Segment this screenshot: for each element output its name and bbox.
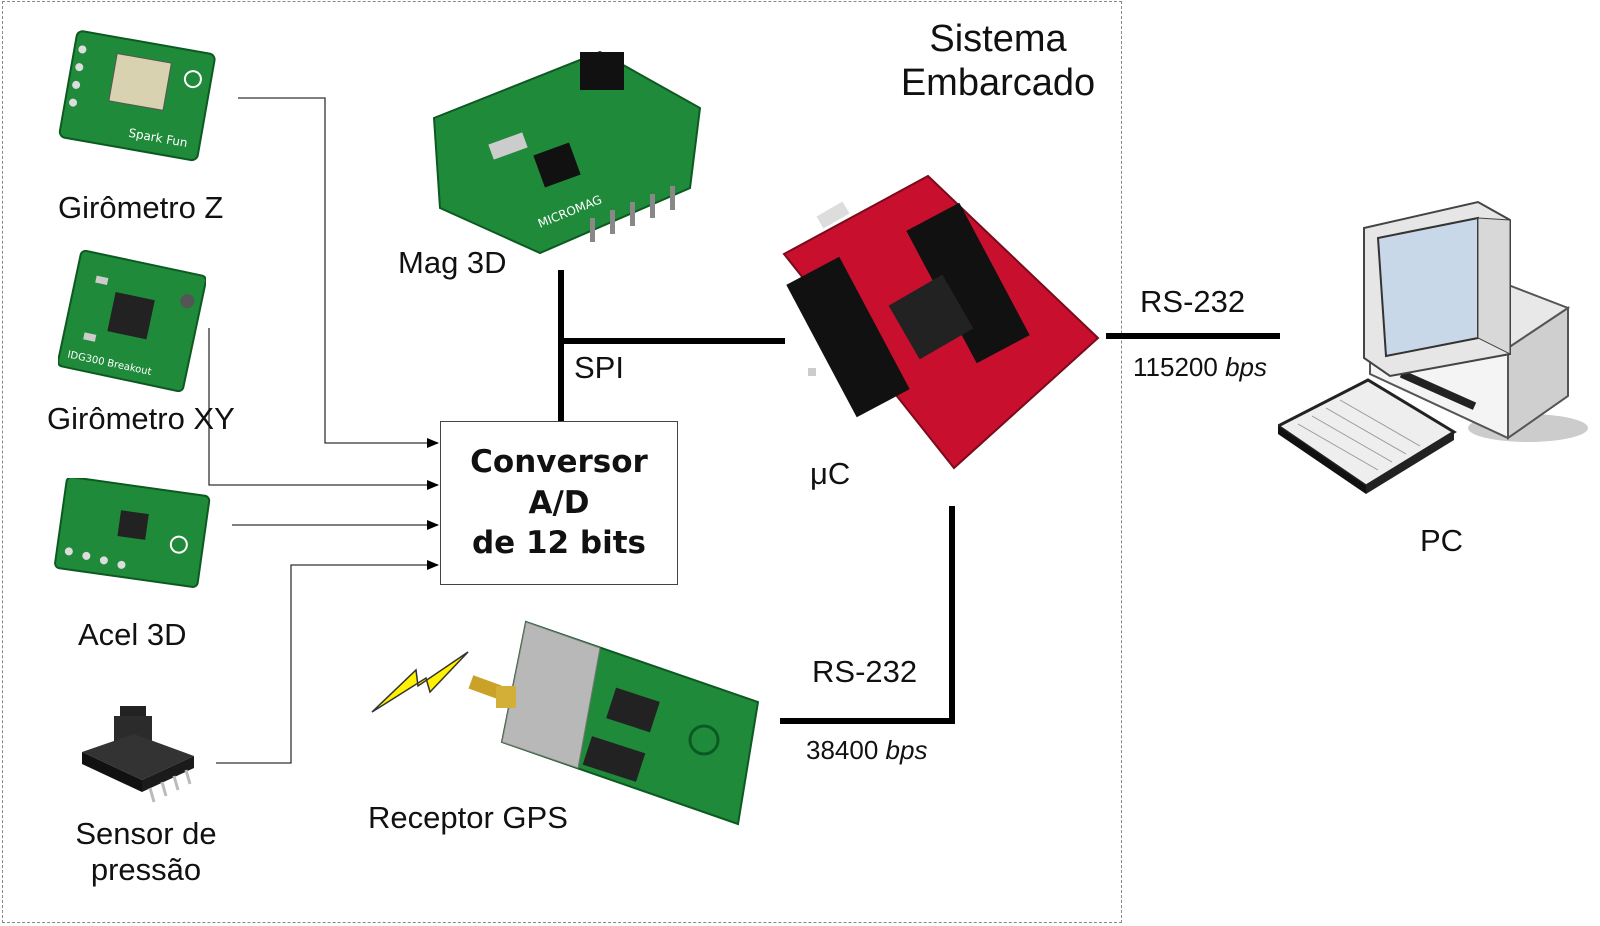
pc-link-protocol: RS-232 bbox=[1140, 284, 1246, 319]
ad-converter-line3: de 12 bits bbox=[471, 525, 647, 562]
mag-label: Mag 3D bbox=[398, 245, 507, 280]
gyro-z-board-image: Spark Fun bbox=[58, 30, 216, 162]
wire-gyro-xy bbox=[208, 328, 439, 490]
gps-link-rate-unit: bps bbox=[885, 735, 928, 765]
gps-receiver-image bbox=[468, 620, 760, 826]
gyro-z-label: Girômetro Z bbox=[58, 190, 224, 225]
microcontroller-label: μC bbox=[810, 456, 851, 491]
pc-link-rate-value: 115200 bbox=[1133, 352, 1218, 382]
signal-bolt-icon bbox=[371, 651, 469, 713]
pressure-label-line2: pressão bbox=[90, 851, 202, 887]
gps-link-rate: 38400 bps bbox=[806, 735, 927, 766]
pressure-label-line1: Sensor de bbox=[75, 816, 217, 851]
accel-label: Acel 3D bbox=[78, 617, 187, 652]
wire-pressure bbox=[216, 560, 439, 764]
gps-link-rate-value: 38400 bbox=[806, 735, 879, 765]
region-title-line2: Embarcado bbox=[900, 61, 1096, 104]
microcontroller-board-image bbox=[782, 174, 1100, 470]
region-title-line1: Sistema bbox=[929, 18, 1067, 60]
pc-link-rate-unit: bps bbox=[1225, 352, 1267, 382]
gyro-xy-label: Girômetro XY bbox=[47, 401, 235, 436]
spi-label: SPI bbox=[574, 350, 624, 385]
region-title: Sistema Embarcado bbox=[888, 18, 1108, 105]
mag-board-image: MICROMAG bbox=[432, 50, 702, 255]
gps-link-protocol: RS-232 bbox=[812, 654, 918, 689]
pc-label: PC bbox=[1420, 523, 1464, 558]
pc-computer-icon bbox=[1278, 200, 1588, 494]
wire-gyro-z bbox=[238, 97, 439, 448]
embedded-system-boundary bbox=[2, 1, 1122, 923]
pressure-label: Sensor de pressão bbox=[50, 816, 242, 887]
pressure-sensor-image bbox=[82, 706, 194, 803]
gps-rs232-line bbox=[780, 506, 955, 724]
pc-link-rate: 115200 bps bbox=[1133, 352, 1267, 383]
gps-label: Receptor GPS bbox=[368, 800, 568, 835]
ad-converter-line2: A/D bbox=[528, 484, 590, 521]
accel-board-image bbox=[54, 478, 211, 588]
ad-converter-box: Conversor A/D de 12 bits bbox=[440, 421, 678, 585]
ad-converter-line1: Conversor bbox=[470, 443, 648, 480]
gyro-xy-board-image: IDG300 Breakout bbox=[58, 250, 206, 392]
